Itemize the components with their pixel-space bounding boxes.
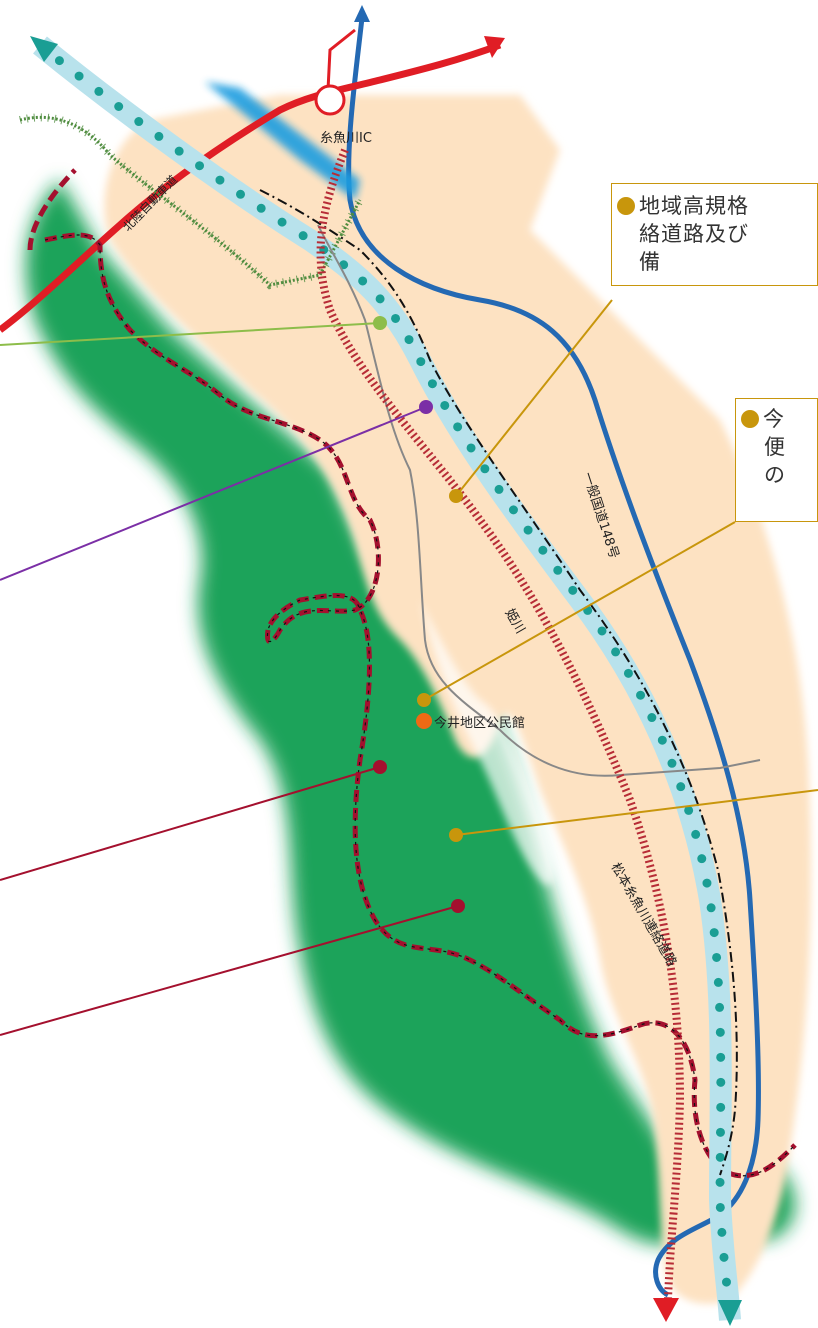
leader-line-crimson-2 bbox=[0, 905, 459, 1036]
marker-gold-2 bbox=[417, 693, 431, 707]
callout-2-line-1: 今 bbox=[763, 407, 785, 431]
marker-gold-1 bbox=[449, 489, 463, 503]
railway-line bbox=[19, 115, 362, 287]
leader-line-callout-3 bbox=[455, 789, 818, 836]
interchange-icon bbox=[314, 84, 346, 116]
leader-line-green bbox=[0, 322, 381, 346]
callout-1-line-2: 絡道路及び bbox=[639, 222, 749, 246]
marker-crimson-1 bbox=[373, 760, 387, 774]
callout-1-line-3: 備 bbox=[639, 250, 661, 274]
marker-crimson-2 bbox=[451, 899, 465, 913]
bullet-dot-icon bbox=[741, 410, 759, 428]
marker-green bbox=[373, 316, 387, 330]
callout-2-line-3: の bbox=[764, 463, 786, 487]
callout-box-2: 今 便 の bbox=[735, 398, 818, 522]
district-boundary bbox=[44, 232, 797, 1179]
expressway-ramp bbox=[326, 28, 356, 91]
leader-line-crimson-1 bbox=[0, 766, 381, 881]
leader-line-callout-2 bbox=[423, 521, 736, 701]
river-arrow-top-icon bbox=[30, 36, 58, 62]
terrain-gap bbox=[420, 600, 555, 886]
river-arrow-bottom-icon bbox=[718, 1300, 742, 1326]
marker-purple bbox=[419, 400, 433, 414]
leader-line-callout-1 bbox=[455, 299, 613, 497]
district-boundary-inner bbox=[44, 234, 796, 1177]
leader-line-purple bbox=[0, 406, 427, 581]
callout-box-1: 地域高規格 絡道路及び 備 bbox=[611, 183, 818, 286]
community-center-label: 今井地区公民館 bbox=[434, 715, 525, 731]
river-band bbox=[33, 36, 741, 1321]
callout-1-line-1: 地域高規格 bbox=[639, 194, 749, 218]
expressway-line bbox=[0, 41, 502, 333]
route-148-arrow-icon bbox=[354, 5, 370, 22]
bullet-dot-icon bbox=[617, 197, 635, 215]
district-boundary-top bbox=[27, 168, 77, 251]
callout-2-line-2: 便 bbox=[764, 435, 786, 459]
dashdot-line bbox=[259, 189, 738, 1176]
interchange-label: 糸魚川IC bbox=[320, 131, 372, 146]
community-center-icon bbox=[416, 713, 432, 729]
marker-gold-3 bbox=[449, 828, 463, 842]
expressway-arrow-icon bbox=[484, 36, 505, 58]
blue-wedge bbox=[205, 82, 360, 200]
connecting-road-arrow-icon bbox=[653, 1298, 679, 1322]
